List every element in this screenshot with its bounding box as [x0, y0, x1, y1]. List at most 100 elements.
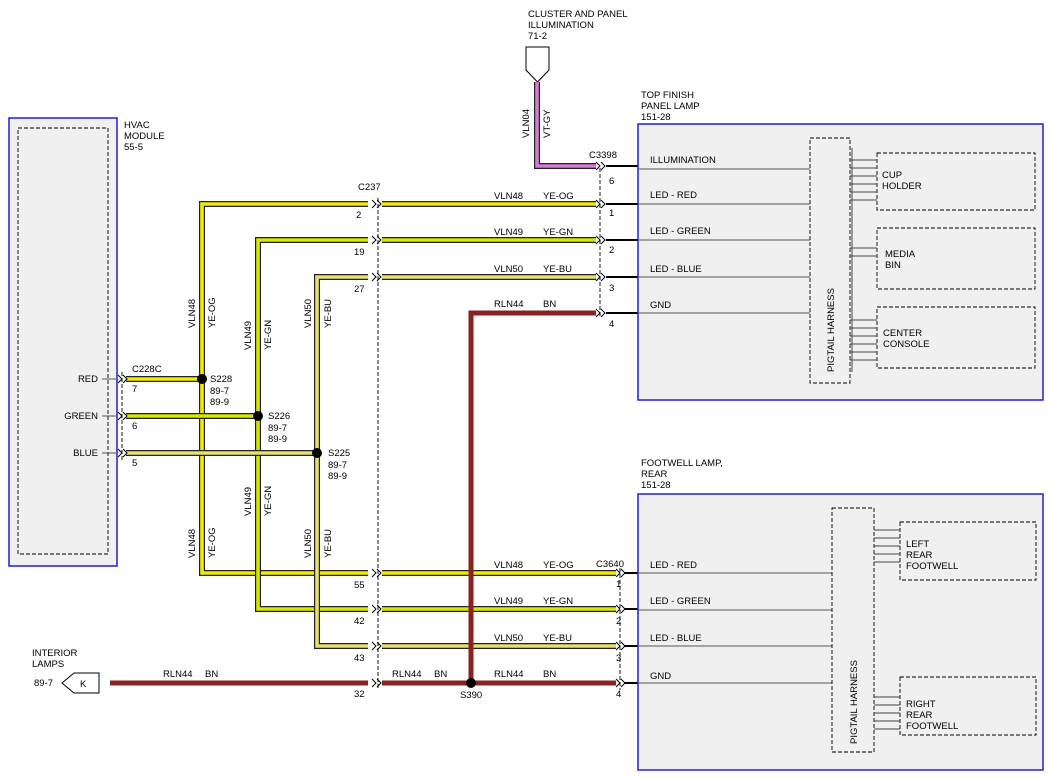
interior-tag: K: [80, 679, 87, 690]
top-wire-circuit-vln48: VLN48: [494, 191, 523, 202]
splice-s226-ref1: 89-7: [268, 423, 287, 434]
interior-title-2: LAMPS: [32, 659, 64, 670]
c228c-pin-mark-7: [117, 374, 128, 384]
hvac-title-3: 55-5: [124, 142, 143, 153]
rear-lamp-box: [637, 493, 1044, 771]
top-lamp-title-1: TOP FINISH: [641, 90, 694, 101]
rear-lamp-circuit-led-blue: LED - BLUE: [650, 633, 702, 644]
c3640-pin-3: 3: [616, 653, 621, 664]
splice-s226-ref2: 89-9: [268, 434, 287, 445]
c228c-pin-mark-5: [117, 448, 128, 458]
c237-pin-mark-27: [371, 272, 382, 282]
top-lamp-circuit-gnd: GND: [650, 300, 671, 311]
load-media-bin: [876, 227, 1036, 290]
wire-vln50-loop: [314, 274, 368, 649]
wire-layer: [110, 82, 638, 688]
hvac-pin-label-red: RED: [78, 374, 98, 385]
c237-pin-2: 2: [356, 210, 361, 221]
bottom-wire-color-yeog: YE-OG: [543, 560, 574, 571]
vlabel-vln49-lower: VLN49: [243, 487, 254, 516]
c237-pin-19: 19: [354, 247, 365, 258]
top-lamp-circuit-led-blue: LED - BLUE: [650, 264, 702, 275]
bottom-wire-color-bn: BN: [543, 669, 556, 680]
c228c-label: C228C: [132, 364, 162, 375]
top-wire-color-bn: BN: [543, 299, 556, 310]
rear-pigtail-harness: [831, 507, 875, 753]
vlabel-yebu-lower: YE-BU: [323, 529, 334, 558]
load-cup-holder-l2: HOLDER: [882, 181, 922, 192]
cluster-title-2: ILLUMINATION: [528, 20, 594, 31]
vlabel-yebu-upper: YE-BU: [323, 299, 334, 328]
bottom-wire-circuit-vln49: VLN49: [494, 596, 523, 607]
c3398-pin-mark-2: [595, 235, 606, 245]
load-cup-holder-l1: CUP: [882, 170, 902, 181]
c3398-pin-6: 6: [609, 176, 614, 187]
bottom-wire-circuit-rln44: RLN44: [494, 669, 524, 680]
load-media-bin-l2: BIN: [885, 260, 901, 271]
top-lamp-circuit-led-green: LED - GREEN: [650, 226, 711, 237]
wire-vln04: [535, 82, 596, 168]
splice-s228-ref2: 89-9: [210, 397, 229, 408]
top-harness-stubs: [850, 148, 877, 372]
c3640-pin-mark-4: [615, 678, 626, 688]
cluster-title-3: 71-2: [528, 31, 547, 42]
rear-lamp-title-2: REAR: [641, 469, 668, 480]
splice-s225-label: S225: [328, 448, 350, 459]
c228c-pin-5: 5: [132, 458, 137, 469]
hvac-module-box: [8, 117, 118, 567]
hvac-pin-label-green: GREEN: [64, 411, 98, 422]
c3398-pin-mark-3: [595, 272, 606, 282]
hvac-title-1: HVAC: [124, 120, 150, 131]
hvac-module-inner: [17, 127, 109, 555]
load-media-bin-l1: MEDIA: [885, 249, 916, 260]
c237-pin-mark-55: [371, 568, 382, 578]
top-pigtail-harness: [809, 137, 851, 384]
load-right-l2: REAR: [906, 710, 933, 721]
splice-s226-label: S226: [268, 411, 290, 422]
interior-ref: 89-7: [34, 678, 53, 689]
top-lamp-box: [637, 123, 1044, 401]
wire-vln48-loop: [199, 201, 368, 576]
wire-vln49-loop: [255, 237, 368, 612]
top-wire-circuit-vln49: VLN49: [494, 227, 523, 238]
c3640-pin-mark-2: [615, 604, 626, 614]
top-lamp-title-3: 151-28: [641, 112, 671, 123]
c237-pin-55: 55: [354, 580, 365, 591]
c237-pin-27: 27: [354, 284, 365, 295]
load-center-console-l2: CONSOLE: [883, 339, 929, 350]
cluster-ref-arrow-icon: [525, 46, 550, 83]
vlabel-yegn-upper: YE-GN: [263, 320, 274, 350]
rear-lamp-circuit-gnd: GND: [650, 671, 671, 682]
top-wire-circuit-vln50: VLN50: [494, 264, 523, 275]
top-lamp-circuit-illumination: ILLUMINATION: [650, 155, 716, 166]
c3398-pin-mark-1: [595, 199, 606, 209]
interior-title-1: INTERIOR: [32, 648, 78, 659]
c3398-label: C3398: [589, 150, 617, 161]
rear-lamp-title-1: FOOTWELL LAMP,: [641, 458, 723, 469]
splice-s228-label: S228: [210, 374, 232, 385]
splice-s390-dot: [466, 678, 476, 688]
c3640-label: C3640: [596, 559, 624, 570]
top-wire-color-yebu: YE-BU: [543, 264, 572, 275]
c237-pin-mark-19: [371, 235, 382, 245]
c3398-pin-2: 2: [609, 245, 614, 256]
mid-wire-color-bn: BN: [434, 669, 447, 680]
c237-pin-42: 42: [354, 616, 365, 627]
splice-s390-label: S390: [460, 690, 482, 701]
splice-s225-ref2: 89-9: [328, 471, 347, 482]
splice-s228-ref1: 89-7: [210, 386, 229, 397]
top-wire-circuit-rln44: RLN44: [494, 299, 524, 310]
c237-pin-mark-2: [371, 199, 382, 209]
rear-lamp-circuit-led-green: LED - GREEN: [650, 596, 711, 607]
bottom-wire-color-yebu: YE-BU: [543, 633, 572, 644]
c3640-pin-mark-1: [615, 568, 626, 578]
top-pigtail-label: PIGTAIL HARNESS: [826, 288, 837, 372]
vlabel-vln50-upper: VLN50: [303, 299, 314, 328]
bottom-wire-circuit-vln48: VLN48: [494, 560, 523, 571]
c237-pin-43: 43: [354, 653, 365, 664]
load-left-l3: FOOTWELL: [906, 561, 958, 572]
load-right-l3: FOOTWELL: [906, 721, 958, 732]
bottom-wire-color-yegn: YE-GN: [543, 596, 573, 607]
vlabel-yeog-lower: YE-OG: [207, 527, 218, 558]
top-lamp-title-2: PANEL LAMP: [641, 101, 700, 112]
